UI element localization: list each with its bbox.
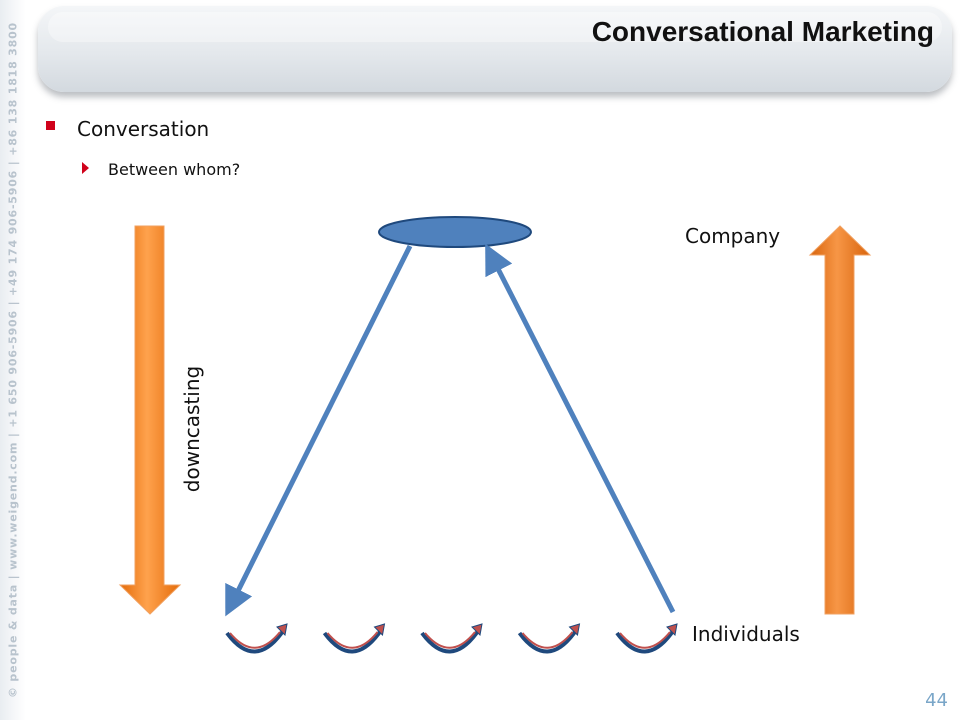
company-ellipse xyxy=(378,216,532,248)
bullet-level1: Conversation xyxy=(46,117,209,141)
bullet-level2: Between whom? xyxy=(82,160,240,179)
downcasting-arrow xyxy=(118,225,182,615)
individual-curl-icon xyxy=(420,623,483,654)
individuals-label: Individuals xyxy=(692,622,800,646)
individual-curl-icon xyxy=(322,623,386,654)
individual-curl-icon xyxy=(225,623,288,654)
individual-curl-icon xyxy=(517,623,581,654)
individuals-to-company-arrow xyxy=(485,243,676,614)
individual-curl-icon xyxy=(615,623,678,654)
company-to-individuals-arrow xyxy=(225,244,413,617)
page-title: Conversational Marketing xyxy=(591,16,934,47)
upward-arrow xyxy=(808,225,872,615)
bullet-text-between-whom: Between whom? xyxy=(108,160,241,179)
side-strip: © people & data | www.weigend.com | +1 6… xyxy=(0,0,26,720)
title-bar: Conversational Marketing xyxy=(38,6,952,92)
square-bullet-icon xyxy=(46,120,55,130)
triangle-bullet-icon xyxy=(82,161,89,174)
bullet-text-conversation: Conversation xyxy=(77,117,210,141)
individuals-group xyxy=(225,623,678,654)
company-label: Company xyxy=(685,224,781,248)
page-number: 44 xyxy=(925,690,948,711)
downcasting-label: downcasting xyxy=(180,365,204,493)
